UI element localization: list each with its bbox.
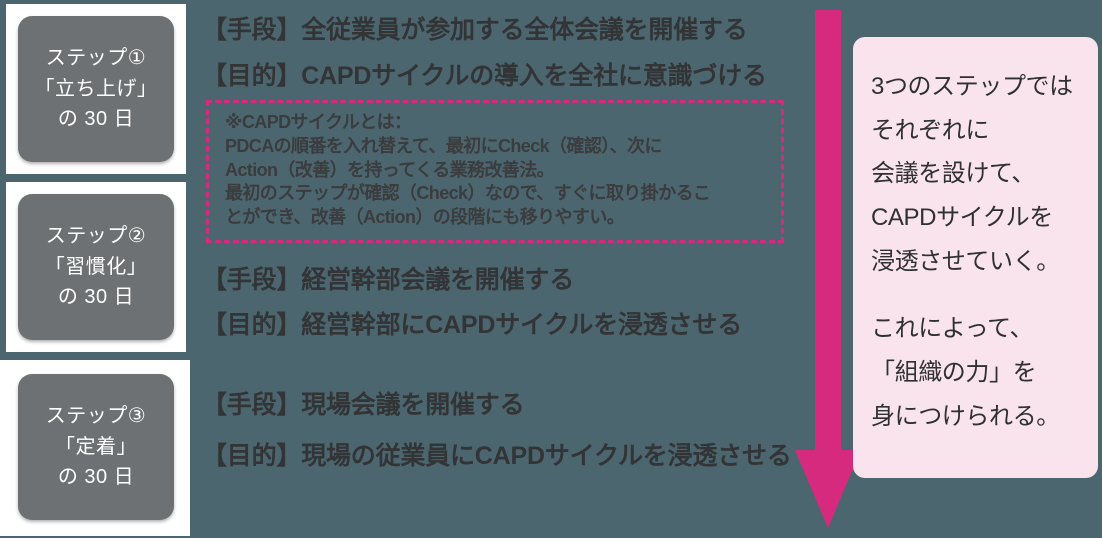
step-card-1: ステップ① 「立ち上げ」 の 30 日 xyxy=(18,16,174,162)
step-3-means-text: 【手段】現場会議を開催する xyxy=(202,391,525,419)
summary-p2-line-2: 「組織の力」を xyxy=(871,359,1037,387)
step-card-2-line-1: ステップ② xyxy=(45,225,147,248)
step-card-3-line-2: 「定着」 xyxy=(55,435,137,458)
step-card-1-line-1: ステップ① xyxy=(45,47,147,70)
note-line-2: Action（改善）を持ってくる業務改善法。 xyxy=(225,159,555,180)
note-line-4: とができ、改善（Action）の段階にも移りやすい。 xyxy=(225,207,625,227)
summary-p2-line-1: これによって、 xyxy=(871,315,1034,343)
step-card-2-line-3: の 30 日 xyxy=(57,286,135,309)
step-1-purpose-text: 【目的】CAPDサイクルの導入を全社に意識づける xyxy=(202,62,767,90)
summary-p1-line-3: 会議を設けて、 xyxy=(871,160,1035,188)
capd-definition-note: ※CAPDサイクルとは： PDCAの順番を入れ替えて、最初にCheck（確認）、… xyxy=(206,100,784,243)
summary-p1-line-2: それぞれに xyxy=(871,116,989,144)
summary-paragraph-spacer xyxy=(871,283,1098,307)
note-line-1: PDCAの順番を入れ替えて、最初にCheck（確認）、次に xyxy=(225,135,662,156)
step-card-1-line-2: 「立ち上げ」 xyxy=(34,77,158,100)
summary-p1-line-1: 3つのステップでは xyxy=(871,73,1073,100)
down-arrow-icon xyxy=(795,10,861,528)
step-2-purpose-text: 【目的】経営幹部にCAPDサイクルを浸透させる xyxy=(202,311,742,339)
summary-p1-line-5: 浸透させていく。 xyxy=(871,247,1060,275)
step-card-3-line-1: ステップ③ xyxy=(45,405,147,428)
step-card-2-line-2: 「習慣化」 xyxy=(44,255,148,278)
summary-panel: 3つのステップでは それぞれに 会議を設けて、 CAPDサイクルを 浸透させてい… xyxy=(853,37,1098,478)
step-2-means-text: 【手段】経営幹部会議を開催する xyxy=(202,266,575,294)
note-title: ※CAPDサイクルとは： xyxy=(225,112,412,132)
step-card-1-line-3: の 30 日 xyxy=(57,108,135,131)
step-3-purpose-text: 【目的】現場の従業員にCAPDサイクルを浸透させる xyxy=(202,442,792,470)
step-card-2: ステップ② 「習慣化」 の 30 日 xyxy=(18,194,174,340)
summary-p2-line-3: 身につけられる。 xyxy=(871,402,1060,430)
step-card-3-line-3: の 30 日 xyxy=(57,466,135,489)
step-card-3: ステップ③ 「定着」 の 30 日 xyxy=(18,374,174,520)
step-1-means-text: 【手段】全従業員が参加する全体会議を開催する xyxy=(202,16,748,44)
note-line-3: 最初のステップが確認（Check）なので、すぐに取り掛かるこ xyxy=(225,183,711,204)
summary-p1-line-4: CAPDサイクルを xyxy=(871,204,1053,232)
